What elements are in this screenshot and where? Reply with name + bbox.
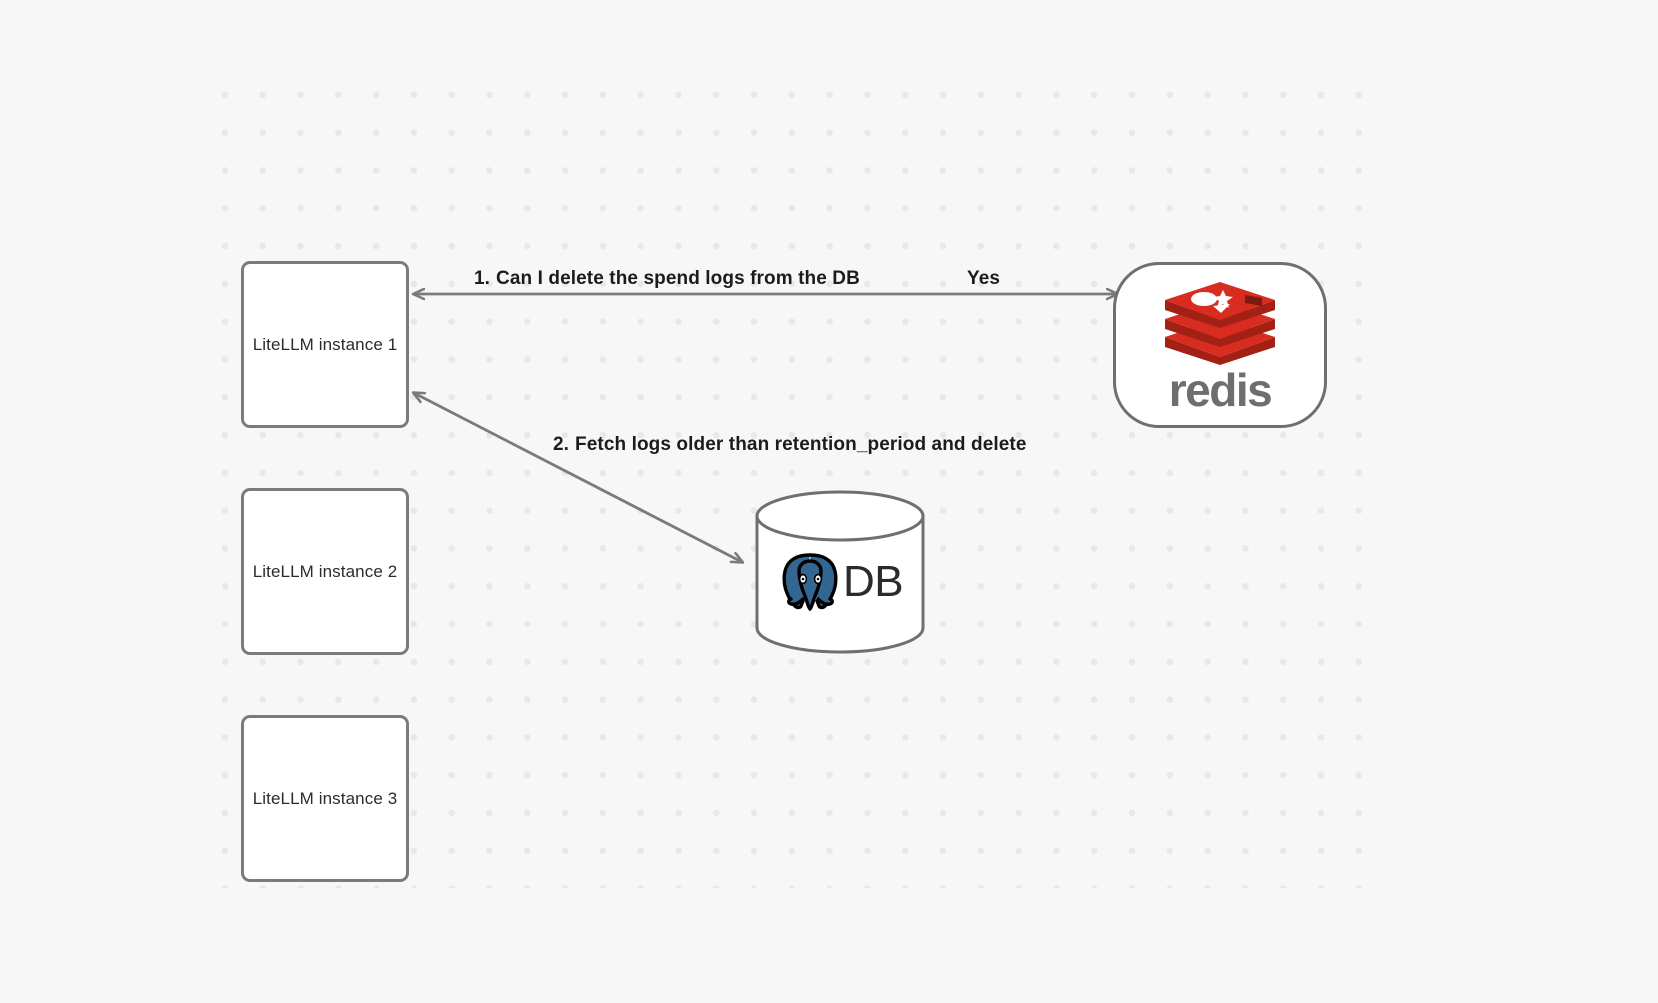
edge-1-number: 1. <box>474 268 491 289</box>
database-text-label: DB <box>842 557 904 606</box>
node-litellm-instance-1-label: LiteLLM instance 1 <box>252 334 398 354</box>
edge-2-number: 2. <box>553 434 570 455</box>
edge-litellm1-database <box>414 393 742 562</box>
node-litellm-instance-3[interactable]: LiteLLM instance 3 <box>241 715 409 882</box>
node-litellm-instance-2[interactable]: LiteLLM instance 2 <box>241 488 409 655</box>
node-litellm-instance-2-label: LiteLLM instance 2 <box>252 561 398 581</box>
edge-1-label: 1.Can I delete the spend logs from the D… <box>474 268 860 290</box>
edge-2-label: 2.Fetch logs older than retention_period… <box>553 434 1027 456</box>
edge-1-reply-label: Yes <box>967 268 1001 289</box>
node-litellm-instance-3-label: LiteLLM instance 3 <box>252 788 398 808</box>
node-litellm-instance-1[interactable]: LiteLLM instance 1 <box>241 261 409 428</box>
redis-logo-icon <box>1165 282 1275 365</box>
database-label-row: DB <box>754 551 926 613</box>
database-cylinder-shape <box>755 490 925 654</box>
redis-wordmark: redis <box>1168 364 1273 416</box>
node-database[interactable]: DB <box>754 489 926 655</box>
edge-1-text: Can I delete the spend logs from the DB <box>496 268 860 289</box>
node-redis[interactable]: redis <box>1113 262 1327 428</box>
edge-2-text: Fetch logs older than retention_period a… <box>575 434 1027 455</box>
postgresql-elephant-icon <box>782 553 838 611</box>
